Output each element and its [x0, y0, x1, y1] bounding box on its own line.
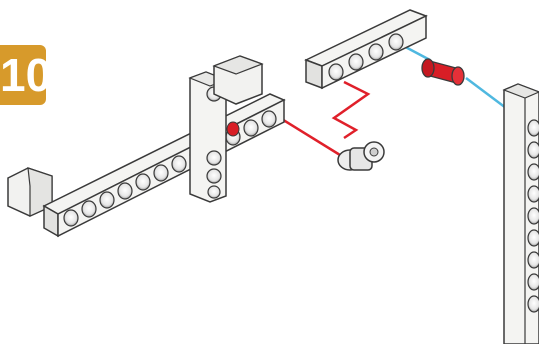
- long-beam: [44, 94, 284, 236]
- grey-bushing: [338, 142, 384, 170]
- red-pin-floating: [422, 59, 464, 85]
- vertical-beam-right: [504, 84, 539, 344]
- red-guide-line-top: [334, 82, 368, 138]
- top-connector-block: [214, 56, 262, 104]
- red-pin-inserted: [227, 122, 239, 136]
